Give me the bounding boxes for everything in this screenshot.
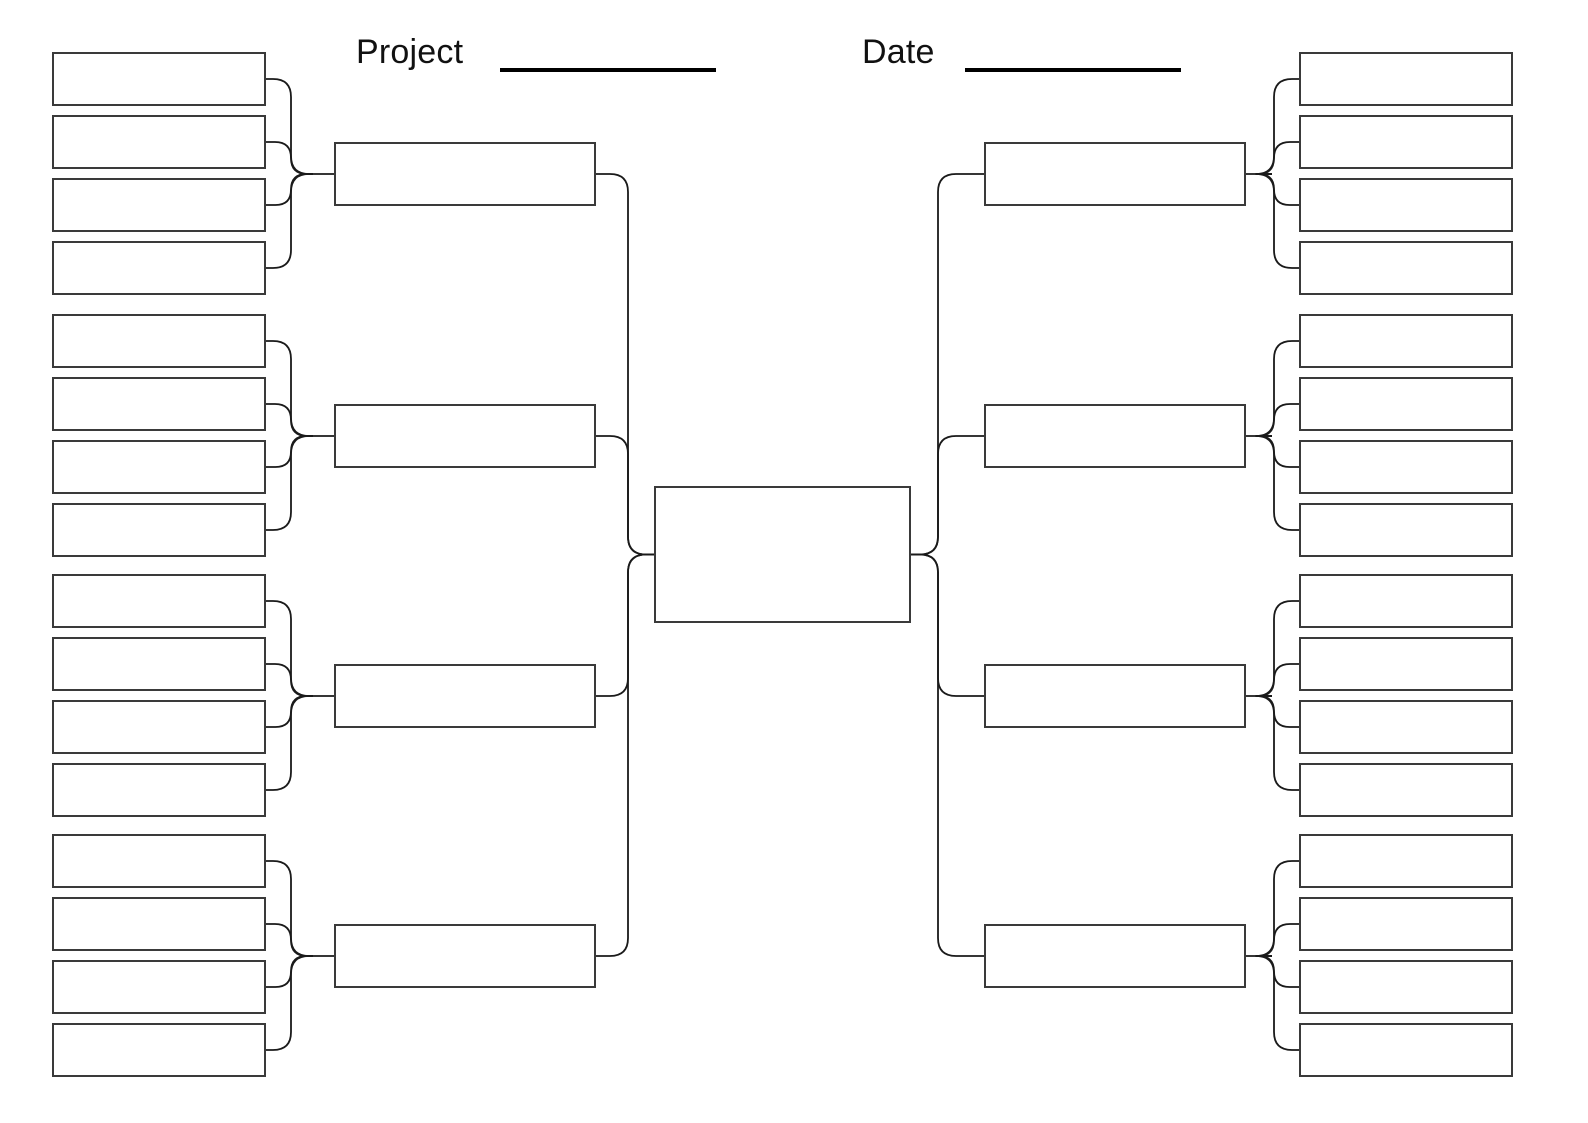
left-round2-box-2[interactable] xyxy=(334,404,596,468)
left-slot-10[interactable] xyxy=(52,637,266,691)
right-slot-30[interactable] xyxy=(1299,897,1513,951)
right-trunk-2 xyxy=(910,435,985,556)
left-slot-13[interactable] xyxy=(52,834,266,888)
connector-lines-layer xyxy=(265,78,1300,1051)
right-connector-g4-s1 xyxy=(1255,860,1300,957)
right-trunk-3 xyxy=(910,553,985,697)
left-slot-9[interactable] xyxy=(52,574,266,628)
right-slot-27[interactable] xyxy=(1299,700,1513,754)
right-slot-20[interactable] xyxy=(1299,241,1513,295)
right-slot-23[interactable] xyxy=(1299,440,1513,494)
right-connector-g4-s4 xyxy=(1255,955,1300,1051)
left-connector-g4-s1 xyxy=(265,860,313,957)
right-slot-32[interactable] xyxy=(1299,1023,1513,1077)
right-connector-g2-s3 xyxy=(1257,435,1300,468)
left-slot-6[interactable] xyxy=(52,377,266,431)
left-slot-14[interactable] xyxy=(52,897,266,951)
right-connector-g1-s4 xyxy=(1255,173,1300,269)
right-slot-26[interactable] xyxy=(1299,637,1513,691)
right-slot-22[interactable] xyxy=(1299,377,1513,431)
left-round2-box-1[interactable] xyxy=(334,142,596,206)
left-connector-g3-s4 xyxy=(265,695,313,791)
right-connector-g2-s4 xyxy=(1255,435,1300,531)
right-round2-box-4[interactable] xyxy=(984,924,1246,988)
right-slot-28[interactable] xyxy=(1299,763,1513,817)
left-trunk-1 xyxy=(595,173,655,556)
left-slot-12[interactable] xyxy=(52,763,266,817)
left-round2-box-3[interactable] xyxy=(334,664,596,728)
left-connector-g2-s3 xyxy=(265,435,313,468)
right-round2-box-2[interactable] xyxy=(984,404,1246,468)
right-round2-box-3[interactable] xyxy=(984,664,1246,728)
right-connector-g4-s3 xyxy=(1257,955,1300,988)
right-connector-g3-s3 xyxy=(1257,695,1300,728)
left-connector-g2-s2 xyxy=(265,403,313,437)
final-winner-box[interactable] xyxy=(654,486,911,623)
left-round2-box-4[interactable] xyxy=(334,924,596,988)
project-label: Project xyxy=(356,33,464,71)
right-connector-g1-s3 xyxy=(1257,173,1300,206)
right-trunk-4 xyxy=(910,553,985,957)
left-trunk-2 xyxy=(595,435,655,556)
left-connector-g1-s3 xyxy=(265,173,313,206)
left-slot-1[interactable] xyxy=(52,52,266,106)
right-slot-18[interactable] xyxy=(1299,115,1513,169)
left-slot-16[interactable] xyxy=(52,1023,266,1077)
left-connector-g1-s4 xyxy=(265,173,313,269)
left-slot-3[interactable] xyxy=(52,178,266,232)
left-slot-5[interactable] xyxy=(52,314,266,368)
left-trunk-4 xyxy=(595,553,655,957)
left-connector-g3-s1 xyxy=(265,600,313,697)
right-connector-g3-s4 xyxy=(1255,695,1300,791)
date-label: Date xyxy=(862,33,935,71)
right-slot-17[interactable] xyxy=(1299,52,1513,106)
left-trunk-3 xyxy=(595,553,655,697)
left-slot-4[interactable] xyxy=(52,241,266,295)
left-slot-7[interactable] xyxy=(52,440,266,494)
right-connector-g2-s2 xyxy=(1257,403,1300,437)
left-connector-g1-s1 xyxy=(265,78,313,175)
right-connector-g2-s1 xyxy=(1255,340,1300,437)
left-connector-g2-s4 xyxy=(265,435,313,531)
bracket-boxes-layer xyxy=(52,52,1513,1077)
right-slot-21[interactable] xyxy=(1299,314,1513,368)
left-slot-2[interactable] xyxy=(52,115,266,169)
right-connector-g1-s2 xyxy=(1257,141,1300,175)
left-connector-g3-s2 xyxy=(265,663,313,697)
right-connector-g4-s2 xyxy=(1257,923,1300,957)
right-slot-29[interactable] xyxy=(1299,834,1513,888)
right-connector-g3-s2 xyxy=(1257,663,1300,697)
left-connector-g4-s4 xyxy=(265,955,313,1051)
left-connector-g4-s3 xyxy=(265,955,313,988)
left-connector-g1-s2 xyxy=(265,141,313,175)
right-connector-g1-s1 xyxy=(1255,78,1300,175)
left-connector-g3-s3 xyxy=(265,695,313,728)
left-slot-11[interactable] xyxy=(52,700,266,754)
left-slot-15[interactable] xyxy=(52,960,266,1014)
right-connector-g3-s1 xyxy=(1255,600,1300,697)
right-slot-25[interactable] xyxy=(1299,574,1513,628)
right-slot-31[interactable] xyxy=(1299,960,1513,1014)
right-round2-box-1[interactable] xyxy=(984,142,1246,206)
project-fill-in-line[interactable] xyxy=(500,68,716,72)
left-slot-8[interactable] xyxy=(52,503,266,557)
right-slot-24[interactable] xyxy=(1299,503,1513,557)
right-trunk-1 xyxy=(910,173,985,556)
right-slot-19[interactable] xyxy=(1299,178,1513,232)
date-fill-in-line[interactable] xyxy=(965,68,1181,72)
left-connector-g4-s2 xyxy=(265,923,313,957)
left-connector-g2-s1 xyxy=(265,340,313,437)
